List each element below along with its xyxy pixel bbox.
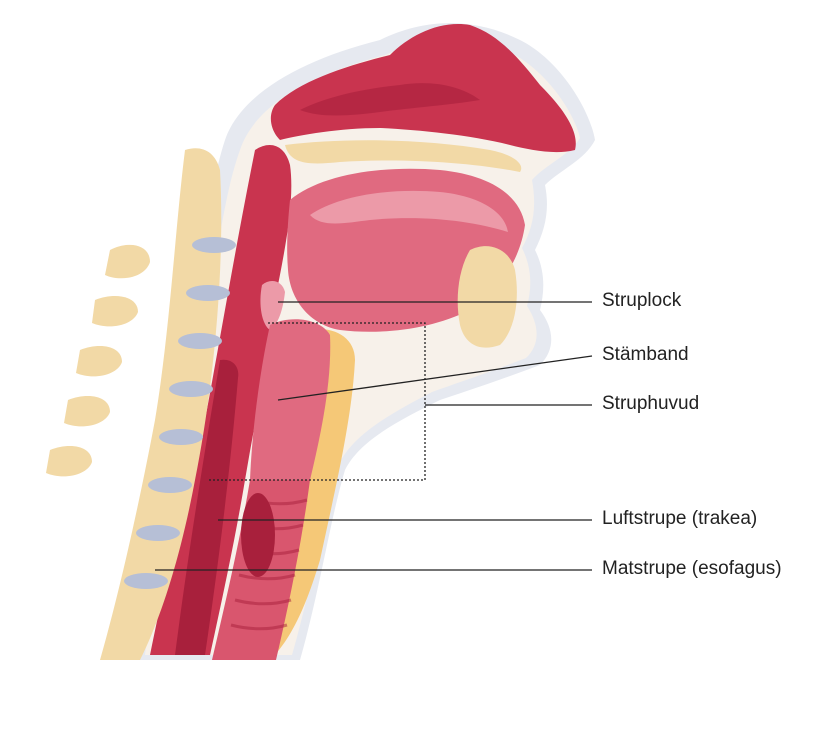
- label-larynx: Struphuvud: [602, 393, 699, 415]
- jaw-bone: [458, 246, 517, 348]
- spinous-processes: [46, 245, 150, 476]
- label-epiglottis: Struplock: [602, 290, 681, 312]
- label-vocal-cords: Stämband: [602, 344, 689, 366]
- label-trachea: Luftstrupe (trakea): [602, 508, 757, 530]
- label-esophagus: Matstrupe (esofagus): [602, 558, 782, 580]
- thyroid: [241, 493, 275, 577]
